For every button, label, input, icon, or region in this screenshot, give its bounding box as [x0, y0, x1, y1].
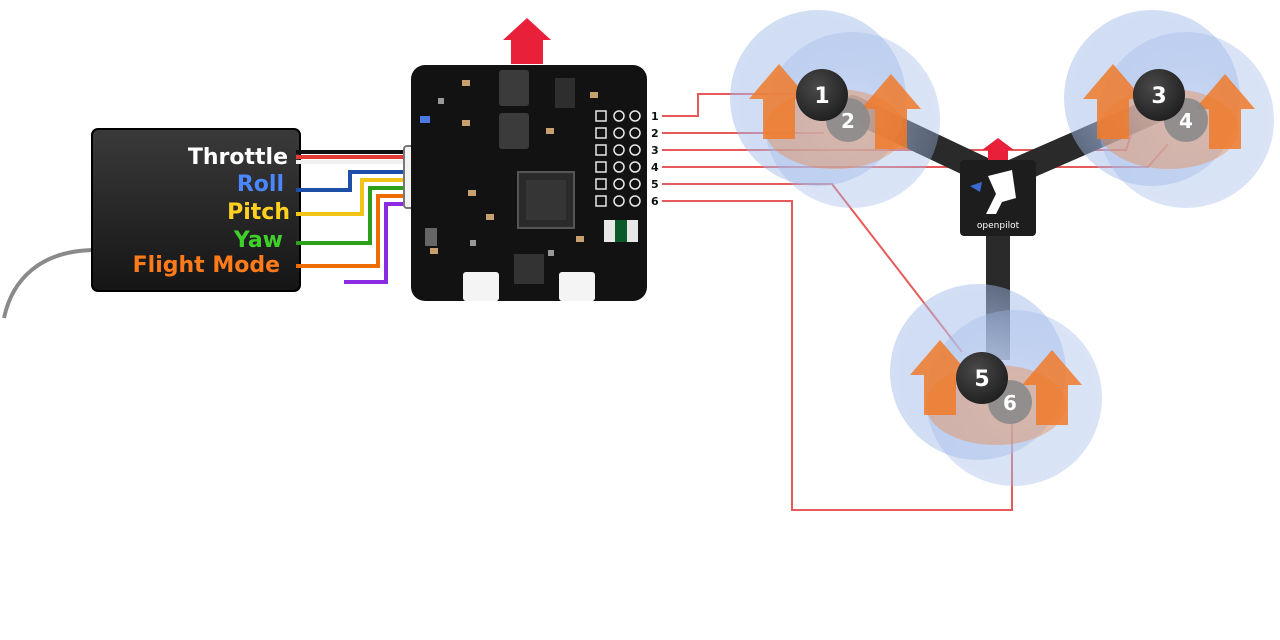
motor-number-6: 6 — [1003, 391, 1017, 415]
pin-hole — [613, 144, 625, 156]
motor-number-5: 5 — [974, 367, 989, 392]
output-pin-headers: 1 2 3 4 5 6 — [595, 110, 659, 208]
rx-label-roll: Roll — [237, 172, 284, 197]
receiver-wires — [296, 150, 404, 284]
pin-square — [595, 161, 607, 173]
output-pin-number: 3 — [651, 144, 659, 157]
rotors: 21 43 65 — [730, 10, 1274, 486]
rotation-arrow — [910, 340, 970, 415]
forward-arrow — [503, 18, 551, 64]
rotation-arrow — [1083, 64, 1143, 139]
board-components — [420, 70, 638, 301]
pin-hole — [629, 161, 641, 173]
receiver-wire — [344, 202, 404, 284]
output-pin-number: 1 — [651, 110, 659, 123]
receiver-antenna — [2, 248, 97, 319]
rx-label-throttle: Throttle — [188, 145, 288, 170]
pin-hole — [613, 161, 625, 173]
motor-upper — [956, 352, 1008, 404]
rotor-2: 43 — [1064, 10, 1274, 208]
pin-hole — [629, 195, 641, 207]
rx-label-yaw: Yaw — [233, 228, 283, 253]
pin-square — [595, 178, 607, 190]
rotation-arrow — [749, 64, 809, 139]
motor-upper — [1133, 69, 1185, 121]
pin-hole — [613, 110, 625, 122]
receiver-wire — [296, 178, 404, 216]
motor-upper — [796, 69, 848, 121]
motor-number-4: 4 — [1179, 109, 1193, 133]
pin-hole — [629, 110, 641, 122]
pin-hole — [629, 127, 641, 139]
output-pin-number: 4 — [651, 161, 659, 174]
motor-number-2: 2 — [841, 109, 855, 133]
output-pin-number: 6 — [651, 195, 659, 208]
rotation-arrow — [1195, 74, 1255, 149]
rx-label-pitch: Pitch — [227, 200, 290, 225]
frame-brand-text: openpilot — [977, 221, 1020, 231]
rotation-arrow — [861, 74, 921, 149]
pin-square — [595, 144, 607, 156]
motor-number-3: 3 — [1151, 84, 1166, 109]
pin-square — [595, 127, 607, 139]
rotor-3: 65 — [890, 284, 1102, 486]
receiver-wire — [296, 194, 404, 268]
receiver-wire — [296, 170, 404, 192]
pin-hole — [613, 127, 625, 139]
pin-square — [595, 110, 607, 122]
pin-hole — [613, 195, 625, 207]
rotor-1: 21 — [730, 10, 940, 208]
pin-hole — [629, 178, 641, 190]
pin-square — [595, 195, 607, 207]
receiver — [91, 128, 301, 292]
output-pin-number: 2 — [651, 127, 659, 140]
rx-label-flight-mode: Flight Mode — [133, 253, 280, 278]
pin-hole — [629, 144, 641, 156]
motor-number-1: 1 — [814, 84, 829, 109]
receiver-wire — [296, 186, 404, 245]
pin-hole — [613, 178, 625, 190]
rotation-arrow — [1022, 350, 1082, 425]
output-pin-number: 5 — [651, 178, 659, 191]
